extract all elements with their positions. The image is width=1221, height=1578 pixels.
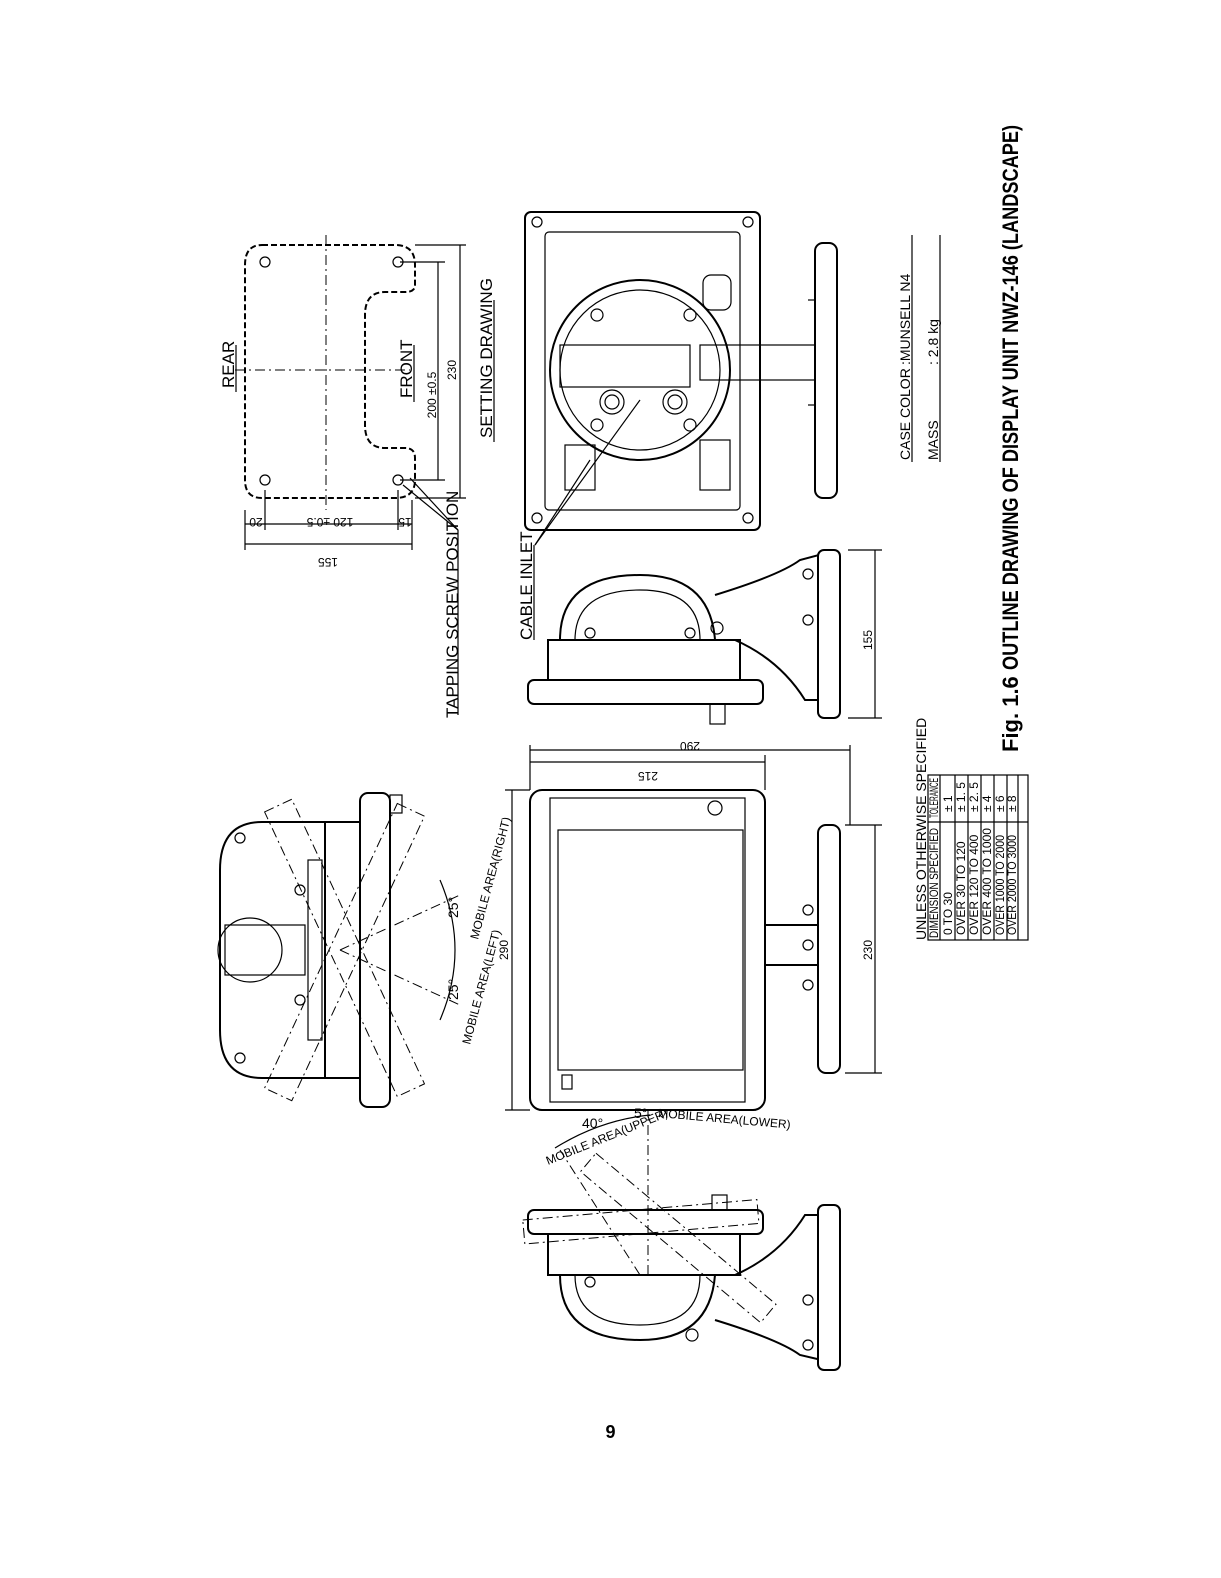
dim-230-side: 230 — [861, 940, 875, 960]
mass-value: : 2.8 kg — [925, 319, 941, 365]
rear-view: CABLE INLET — [517, 211, 838, 640]
dim-155-setting: 155 — [318, 555, 338, 569]
rear-label: REAR — [219, 341, 238, 388]
dim-120: 120 ±0.5 — [306, 515, 353, 529]
case-color-label: CASE COLOR — [897, 368, 913, 460]
side-view: 155 — [527, 549, 882, 725]
tolerance-row-3-range: OVER 120 TO 400 — [967, 834, 981, 935]
dim-230-setting: 230 — [445, 360, 459, 380]
specs-block: CASE COLOR :MUNSELL N4 MASS : 2.8 kg — [897, 235, 941, 462]
tolerance-row-6-range: OVER 2000 TO 3000 — [1005, 835, 1019, 935]
tolerance-row-2-range: OVER 30 TO 120 — [954, 841, 968, 935]
mobile-upper-label: MOBILE AREA(UPPER) — [544, 1106, 670, 1168]
angle-25-left: 25° — [445, 979, 461, 1000]
mobile-right-label: MOBILE AREA(RIGHT) — [467, 815, 513, 940]
page-number: 9 — [605, 1422, 616, 1442]
cable-inlet-label: CABLE INLET — [517, 531, 536, 640]
tolerance-row-4-tol: ± 4 — [980, 795, 994, 812]
dim-290-top: 290 — [680, 739, 700, 753]
angle-40: 40° — [582, 1115, 603, 1131]
figure-caption: Fig. 1.6 OUTLINE DRAWING OF DISPLAY UNIT… — [998, 125, 1023, 752]
dim-15: 15 — [398, 515, 412, 529]
top-view-mobile-lr: 25° MOBILE AREA(RIGHT) 25° MOBILE AREA(L… — [217, 792, 514, 1108]
figure-number: Fig. 1.6 — [998, 676, 1023, 752]
tapping-screw-label: TAPPING SCREW POSITION — [443, 491, 462, 718]
front-view: 290 215 290 230 — [497, 739, 882, 1111]
dim-155-side: 155 — [861, 630, 875, 650]
dim-290-side: 290 — [497, 940, 511, 960]
dim-20: 20 — [249, 515, 263, 529]
case-color-value: :MUNSELL N4 — [897, 273, 913, 365]
tolerance-row-2-tol: ± 1. 5 — [954, 782, 968, 812]
mass-label: MASS — [925, 420, 941, 460]
side-view-mobile-ud: 40° 5° MOBILE AREA(UPPER) MOBILE AREA(LO… — [522, 1105, 841, 1371]
tolerance-header-tol: TOLERANCE — [927, 778, 941, 818]
tolerance-row-5-tol: ± 6 — [993, 795, 1007, 812]
tolerance-header-dim: DIMENSION SPECIFIED — [927, 828, 941, 938]
figure-title: OUTLINE DRAWING OF DISPLAY UNIT NWZ-146 … — [998, 125, 1023, 670]
dim-200: 200 ±0.5 — [425, 371, 439, 418]
tolerance-row-3-tol: ± 2. 5 — [967, 782, 981, 812]
front-label: FRONT — [397, 339, 416, 398]
tolerance-title: UNLESS OTHERWISE SPECIFIED — [913, 718, 929, 940]
angle-5: 5° — [634, 1105, 647, 1121]
tolerance-row-4-range: OVER 400 TO 1000 — [980, 828, 994, 935]
setting-drawing: 200 ±0.5 230 20 120 ±0.5 15 155 REAR FRO… — [219, 235, 496, 718]
tolerance-row-1-range: 0 TO 30 — [941, 892, 955, 935]
tolerance-row-6-tol: ± 8 — [1005, 795, 1019, 812]
tolerance-table: UNLESS OTHERWISE SPECIFIED DIMENSION SPE… — [913, 718, 1029, 941]
tolerance-row-1-tol: ± 1 — [941, 795, 955, 812]
mobile-left-label: MOBILE AREA(LEFT) — [459, 928, 503, 1046]
tolerance-row-5-range: OVER 1000 TO 2000 — [993, 835, 1007, 935]
setting-drawing-label: SETTING DRAWING — [477, 278, 496, 438]
dim-215: 215 — [638, 769, 658, 783]
angle-25-right: 25° — [445, 897, 461, 918]
